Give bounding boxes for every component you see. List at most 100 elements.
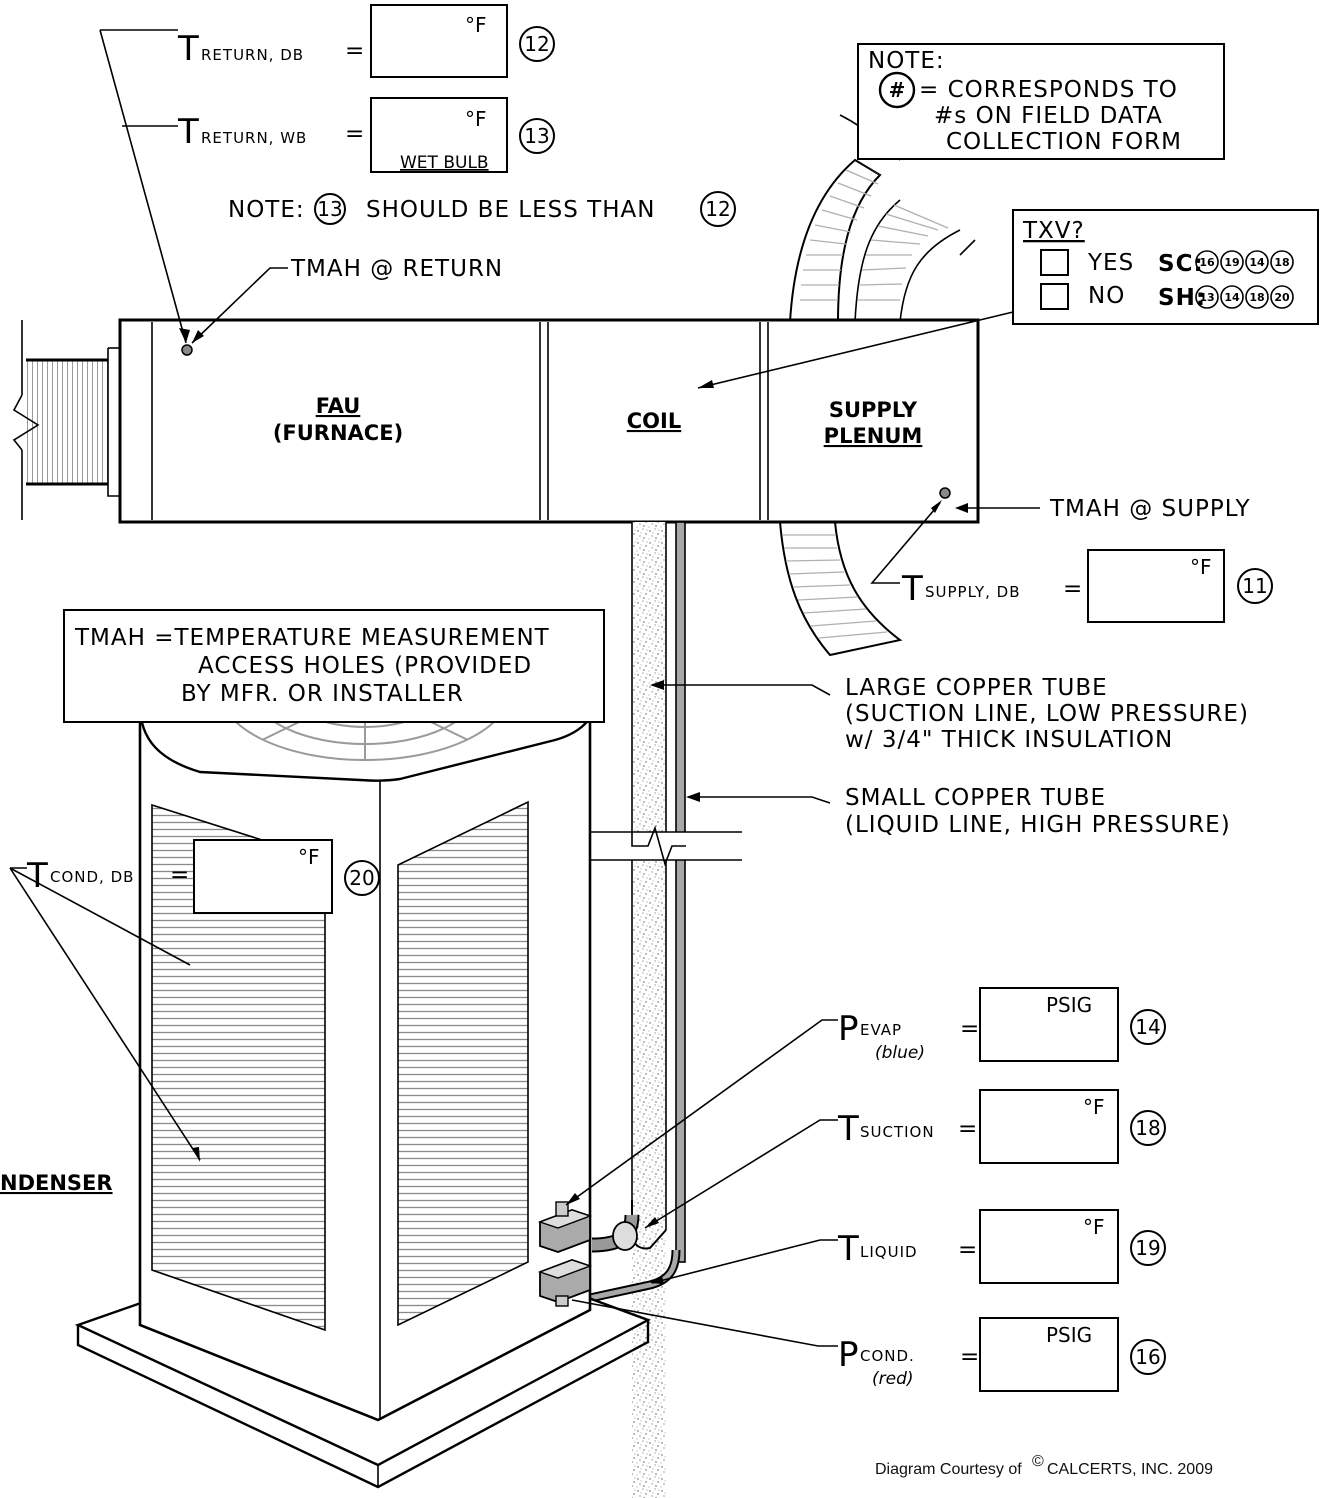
sh-number-list: 13 14 18 20 bbox=[1195, 285, 1294, 309]
txv-sh-label: SH: bbox=[1158, 285, 1206, 311]
small-tube-line2: (LIQUID LINE, HIGH PRESSURE) bbox=[845, 812, 1231, 838]
p-cond-field: P COND. (red) = PSIG 16 bbox=[571, 1299, 1166, 1392]
t-suction-num: 18 bbox=[1135, 1116, 1160, 1140]
t-cond-db-unit: °F bbox=[298, 845, 320, 869]
tmah-supply-label: TMAH @ SUPPLY bbox=[1049, 496, 1251, 522]
large-tube-line3: w/ 3/4" THICK INSULATION bbox=[845, 727, 1173, 753]
p-evap-prefix: P bbox=[838, 1009, 859, 1049]
p-evap-field: P EVAP (blue) = PSIG 14 bbox=[565, 987, 1166, 1206]
small-tube-line1: SMALL COPPER TUBE bbox=[845, 785, 1106, 811]
t-liquid-input[interactable] bbox=[979, 1209, 1119, 1284]
fau-label: FAU bbox=[316, 394, 361, 418]
note-line-num-a: 13 bbox=[317, 197, 342, 221]
note-box-line1: = CORRESPONDS TO bbox=[919, 77, 1178, 103]
ref-circle-12 bbox=[519, 26, 555, 62]
condenser-label: NDENSER bbox=[0, 1171, 113, 1195]
p-evap-sub: EVAP bbox=[860, 1021, 902, 1039]
t-liquid-field: T LIQUID = °F 19 bbox=[650, 1209, 1166, 1284]
p-evap-note: (blue) bbox=[875, 1043, 925, 1063]
note-line-text1: NOTE: bbox=[228, 197, 305, 223]
tmah-return-hole bbox=[181, 344, 193, 356]
p-cond-unit: PSIG bbox=[1046, 1323, 1092, 1347]
note-line: NOTE: 13 SHOULD BE LESS THAN 12 bbox=[228, 191, 736, 227]
credit-symbol: © bbox=[1032, 1453, 1044, 1470]
sc-num: 16 bbox=[1199, 256, 1215, 269]
p-cond-sub: COND. bbox=[860, 1347, 915, 1365]
condenser-unit bbox=[74, 616, 651, 1489]
tmah-def-line3: BY MFR. OR INSTALLER bbox=[181, 681, 464, 707]
txv-sc-label: SC: bbox=[1158, 251, 1204, 277]
return-duct bbox=[12, 320, 122, 520]
small-tube-callout: SMALL COPPER TUBE (LIQUID LINE, HIGH PRE… bbox=[686, 785, 1231, 838]
p-evap-eq: = bbox=[960, 1016, 980, 1042]
t-suction-prefix: T bbox=[837, 1109, 859, 1149]
upper-flex-ducts bbox=[788, 114, 995, 323]
ref-circle-13 bbox=[519, 118, 555, 154]
txv-yes-label: YES bbox=[1087, 250, 1134, 276]
p-cond-input[interactable] bbox=[979, 1317, 1119, 1392]
liquid-line bbox=[589, 521, 686, 1303]
txv-yes-checkbox[interactable] bbox=[1040, 249, 1069, 276]
tmah-return-label: TMAH @ RETURN bbox=[290, 256, 503, 282]
note-box-line3: COLLECTION FORM bbox=[946, 129, 1182, 155]
txv-box: TXV? YES SC: 16 19 14 18 NO SH: 13 14 18… bbox=[697, 209, 1319, 389]
p-cond-note: (red) bbox=[872, 1369, 914, 1389]
t-cond-db-field: T COND, DB = °F 20 bbox=[9, 839, 380, 1162]
t-return-wb-field: T RETURN, WB = °F WET BULB 13 bbox=[122, 97, 555, 173]
t-return-wb-num: 13 bbox=[524, 124, 549, 148]
note-box-symbol: # bbox=[889, 78, 906, 102]
t-return-db-num: 12 bbox=[524, 32, 549, 56]
suction-elbow bbox=[591, 1214, 640, 1253]
suction-line bbox=[631, 522, 667, 1498]
t-return-db-unit: °F bbox=[465, 13, 487, 37]
t-return-db-prefix: T bbox=[177, 29, 199, 69]
p-cond-num: 16 bbox=[1135, 1345, 1160, 1369]
t-supply-db-sub: SUPPLY, DB bbox=[925, 583, 1021, 601]
credit-org: CALCERTS, INC. 2009 bbox=[1047, 1461, 1213, 1478]
p-evap-input[interactable] bbox=[979, 987, 1119, 1062]
t-return-db-input[interactable] bbox=[370, 4, 508, 78]
t-supply-db-field: T SUPPLY, DB = °F 11 bbox=[870, 500, 1273, 623]
note-box: NOTE: # = CORRESPONDS TO #s ON FIELD DAT… bbox=[857, 43, 1225, 160]
t-return-wb-sub: RETURN, WB bbox=[201, 129, 307, 147]
tmah-return-callout: TMAH @ RETURN bbox=[191, 256, 503, 344]
sc-number-list: 16 19 14 18 bbox=[1195, 250, 1294, 274]
sc-num: 19 bbox=[1224, 256, 1239, 269]
t-return-wb-eq: = bbox=[345, 121, 365, 147]
t-liquid-sub: LIQUID bbox=[860, 1243, 918, 1261]
txv-no-label: NO bbox=[1088, 283, 1125, 309]
t-return-db-field: T RETURN, DB = °F 12 bbox=[99, 4, 555, 344]
txv-no-checkbox[interactable] bbox=[1040, 283, 1069, 310]
t-suction-eq: = bbox=[958, 1116, 978, 1142]
txv-title: TXV? bbox=[1022, 218, 1085, 244]
tmah-definition-box: TMAH =TEMPERATURE MEASUREMENT ACCESS HOL… bbox=[63, 609, 605, 723]
t-liquid-prefix: T bbox=[837, 1229, 859, 1269]
wet-bulb-label: WET BULB bbox=[400, 153, 489, 173]
t-liquid-num: 19 bbox=[1135, 1236, 1160, 1260]
t-cond-db-eq: = bbox=[170, 862, 190, 888]
sh-num: 18 bbox=[1249, 291, 1264, 304]
note-box-title: NOTE: bbox=[868, 48, 945, 74]
coil-label: COIL bbox=[627, 409, 681, 433]
t-cond-db-input[interactable] bbox=[193, 839, 333, 914]
tmah-supply-callout: TMAH @ SUPPLY bbox=[955, 496, 1251, 522]
credit-text: Diagram Courtesy of bbox=[875, 1461, 1022, 1478]
t-return-db-sub: RETURN, DB bbox=[201, 46, 304, 64]
t-suction-sub: SUCTION bbox=[860, 1123, 935, 1141]
large-tube-callout: LARGE COPPER TUBE (SUCTION LINE, LOW PRE… bbox=[650, 675, 1249, 753]
large-tube-line2: (SUCTION LINE, LOW PRESSURE) bbox=[845, 701, 1249, 727]
sh-num: 13 bbox=[1199, 291, 1214, 304]
t-suction-input[interactable] bbox=[979, 1089, 1119, 1164]
t-return-wb-input[interactable] bbox=[370, 97, 508, 173]
plenum-label: PLENUM bbox=[824, 424, 923, 448]
t-supply-db-input[interactable] bbox=[1087, 549, 1225, 623]
t-cond-db-sub: COND, DB bbox=[50, 868, 134, 886]
p-evap-unit: PSIG bbox=[1046, 993, 1092, 1017]
note-line-text2: SHOULD BE LESS THAN bbox=[366, 197, 655, 223]
sh-num: 14 bbox=[1224, 291, 1240, 304]
tmah-supply-hole bbox=[939, 487, 951, 499]
t-return-wb-prefix: T bbox=[177, 112, 199, 152]
t-cond-db-prefix: T bbox=[26, 856, 48, 896]
t-cond-db-num: 20 bbox=[349, 866, 374, 890]
t-supply-db-unit: °F bbox=[1190, 555, 1212, 579]
